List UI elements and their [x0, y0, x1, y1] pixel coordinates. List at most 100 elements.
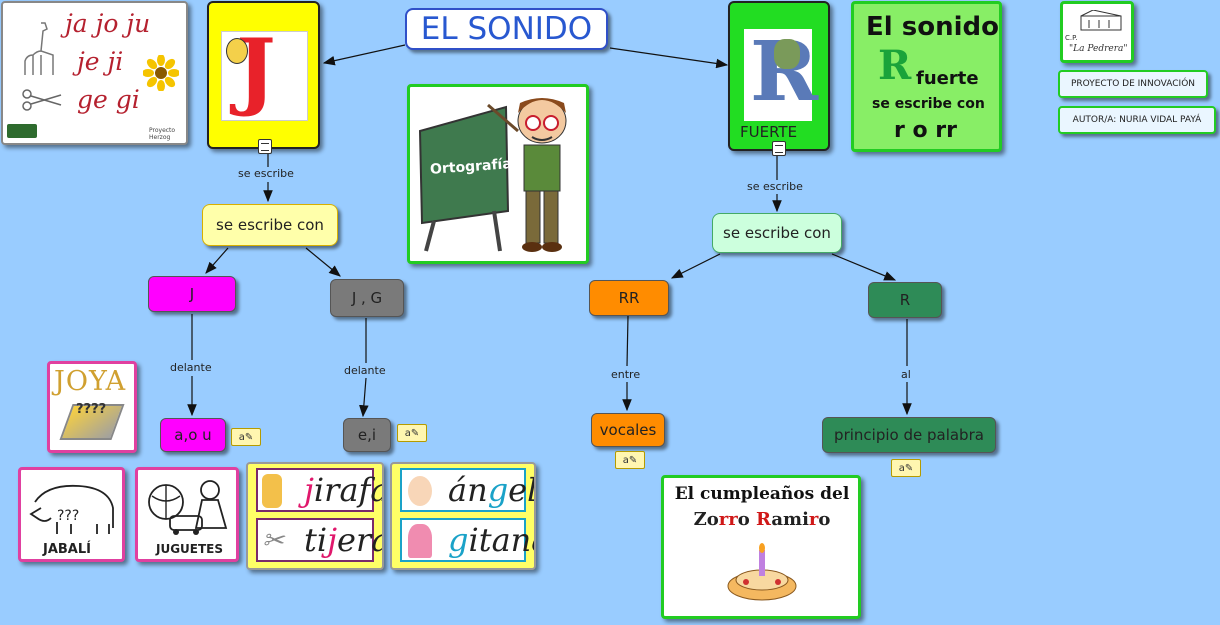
label-delante-2: delante: [342, 364, 388, 377]
se-escribe-con-left[interactable]: se escribe con: [202, 204, 338, 246]
node-j[interactable]: J: [148, 276, 236, 312]
node-principio[interactable]: principio de palabra: [822, 417, 996, 453]
card-logo: [7, 124, 37, 138]
node-principio-label: principio de palabra: [834, 426, 984, 444]
green-card-line1: El sonido: [866, 12, 999, 42]
book-l2-p1: rr: [718, 509, 738, 530]
note-icon-ei[interactable]: a✎: [397, 424, 427, 442]
sonido-r-card[interactable]: El sonido R fuerte se escribe con r o rr: [851, 1, 1002, 152]
node-r[interactable]: R: [868, 282, 942, 318]
toys-drawing: [148, 480, 228, 535]
j-letter-card[interactable]: J: [207, 1, 320, 149]
gypsy-icon: [408, 524, 432, 558]
book-l2-p2: o: [737, 509, 756, 530]
book-title-line2: Zorro Ramiro: [670, 509, 854, 530]
word-row-tijeras: ✂ tijeras: [256, 518, 382, 562]
book-card[interactable]: El cumpleaños del Zorro Ramiro: [661, 475, 861, 619]
word-jirafa-post: irafa: [313, 471, 384, 509]
teacher-illustration: [418, 98, 567, 252]
juguetes-caption: JUGUETES: [156, 542, 224, 556]
book-title-line1: El cumpleaños del: [674, 484, 850, 504]
joya-marks: ????: [76, 402, 107, 417]
label-delante-1: delante: [168, 361, 214, 374]
word-angel-pre: án: [448, 471, 488, 509]
word-jirafa-hl: j: [304, 471, 314, 509]
title-text: EL SONIDO: [420, 11, 593, 47]
node-j-g-label: J , G: [351, 289, 383, 307]
node-a-o-u-label: a,o u: [174, 426, 212, 444]
project-label[interactable]: PROYECTO DE INNOVACIÓN: [1058, 70, 1208, 98]
word-gitana-post: itana: [468, 521, 534, 559]
author-label-text: AUTOR/A: NURIA VIDAL PAYÁ: [1072, 115, 1202, 125]
author-label[interactable]: AUTOR/A: NURIA VIDAL PAYÁ: [1058, 106, 1216, 134]
title-node[interactable]: EL SONIDO: [405, 8, 608, 50]
node-j-g[interactable]: J , G: [330, 279, 404, 317]
note-icon-vocales[interactable]: a✎: [615, 451, 645, 469]
label-se-escribe-left: se escribe: [236, 167, 296, 180]
j-kid-drawing: [226, 38, 248, 64]
joya-title: JOYA: [54, 366, 127, 397]
ortografia-card[interactable]: Ortografía: [407, 84, 589, 264]
word-tijeras-post: eras: [337, 521, 382, 559]
j-letter-image: J: [221, 28, 308, 121]
syllables-card[interactable]: ja jo ju je ji ge gi Proyecto Herzog: [1, 1, 188, 145]
r-attachment-icon[interactable]: [772, 141, 786, 156]
syllable-row-2: je ji: [77, 47, 124, 76]
word-angel-hl: g: [487, 471, 509, 509]
cake-illustration: [727, 543, 797, 601]
card-caption: Proyecto Herzog: [149, 127, 176, 141]
book-l2-p4: ami: [771, 509, 809, 530]
book-l2-p0: Zo: [693, 509, 719, 530]
r-letter-image: R: [744, 29, 818, 121]
scissors-icon: ✂: [262, 526, 284, 556]
school-logo-card[interactable]: C.P. "La Pedrera": [1060, 1, 1134, 63]
word-row-gitana: gitana: [400, 518, 534, 562]
node-e-i[interactable]: e,i: [343, 418, 391, 452]
label-al: al: [899, 368, 913, 381]
j-attachment-icon[interactable]: [258, 139, 272, 154]
node-rr[interactable]: RR: [589, 280, 669, 316]
sunflower-drawing: [143, 55, 179, 91]
boar-drawing: [29, 484, 114, 534]
book-l2-p3: R: [755, 509, 772, 530]
project-label-text: PROYECTO DE INNOVACIÓN: [1070, 79, 1196, 89]
syllable-row-3: ge gi: [77, 85, 140, 114]
node-j-label: J: [189, 285, 195, 303]
school-building-icon: [1080, 10, 1122, 31]
giraffe-drawing: [24, 22, 54, 75]
note-icon-principio[interactable]: a✎: [891, 459, 921, 477]
r-letter-card[interactable]: R FUERTE: [728, 1, 830, 151]
note-icon-aou[interactable]: a✎: [231, 428, 261, 446]
angel-icon: [408, 476, 432, 506]
word-tijeras-hl: j: [327, 521, 338, 559]
r-character-drawing: [774, 39, 800, 69]
node-rr-label: RR: [618, 289, 640, 307]
green-card-fuerte: fuerte: [916, 68, 979, 89]
juguetes-card[interactable]: JUGUETES: [135, 467, 239, 562]
word-angel-post: el: [508, 471, 536, 509]
green-card-line4: r o rr: [894, 118, 957, 143]
jabali-card[interactable]: ??? JABALÍ: [18, 467, 125, 562]
joya-card[interactable]: JOYA ????: [47, 361, 137, 453]
label-entre: entre: [609, 368, 643, 381]
scissors-drawing: [22, 89, 62, 111]
node-vocales[interactable]: vocales: [591, 413, 665, 447]
word-gitana-hl: g: [448, 521, 469, 559]
se-escribe-con-right[interactable]: se escribe con: [712, 213, 842, 253]
word-tijeras-pre: ti: [304, 521, 328, 559]
jabali-caption: JABALÍ: [43, 542, 91, 557]
node-e-i-label: e,i: [357, 426, 377, 444]
school-line2: "La Pedrera": [1069, 44, 1128, 54]
green-card-line3: se escribe con: [872, 96, 985, 112]
se-escribe-con-left-label: se escribe con: [216, 216, 324, 234]
r-caption: FUERTE: [740, 123, 798, 141]
node-a-o-u[interactable]: a,o u: [160, 418, 226, 452]
se-escribe-con-right-label: se escribe con: [723, 224, 831, 242]
book-l2-p5: r: [808, 509, 819, 530]
school-line1: C.P.: [1065, 34, 1078, 42]
